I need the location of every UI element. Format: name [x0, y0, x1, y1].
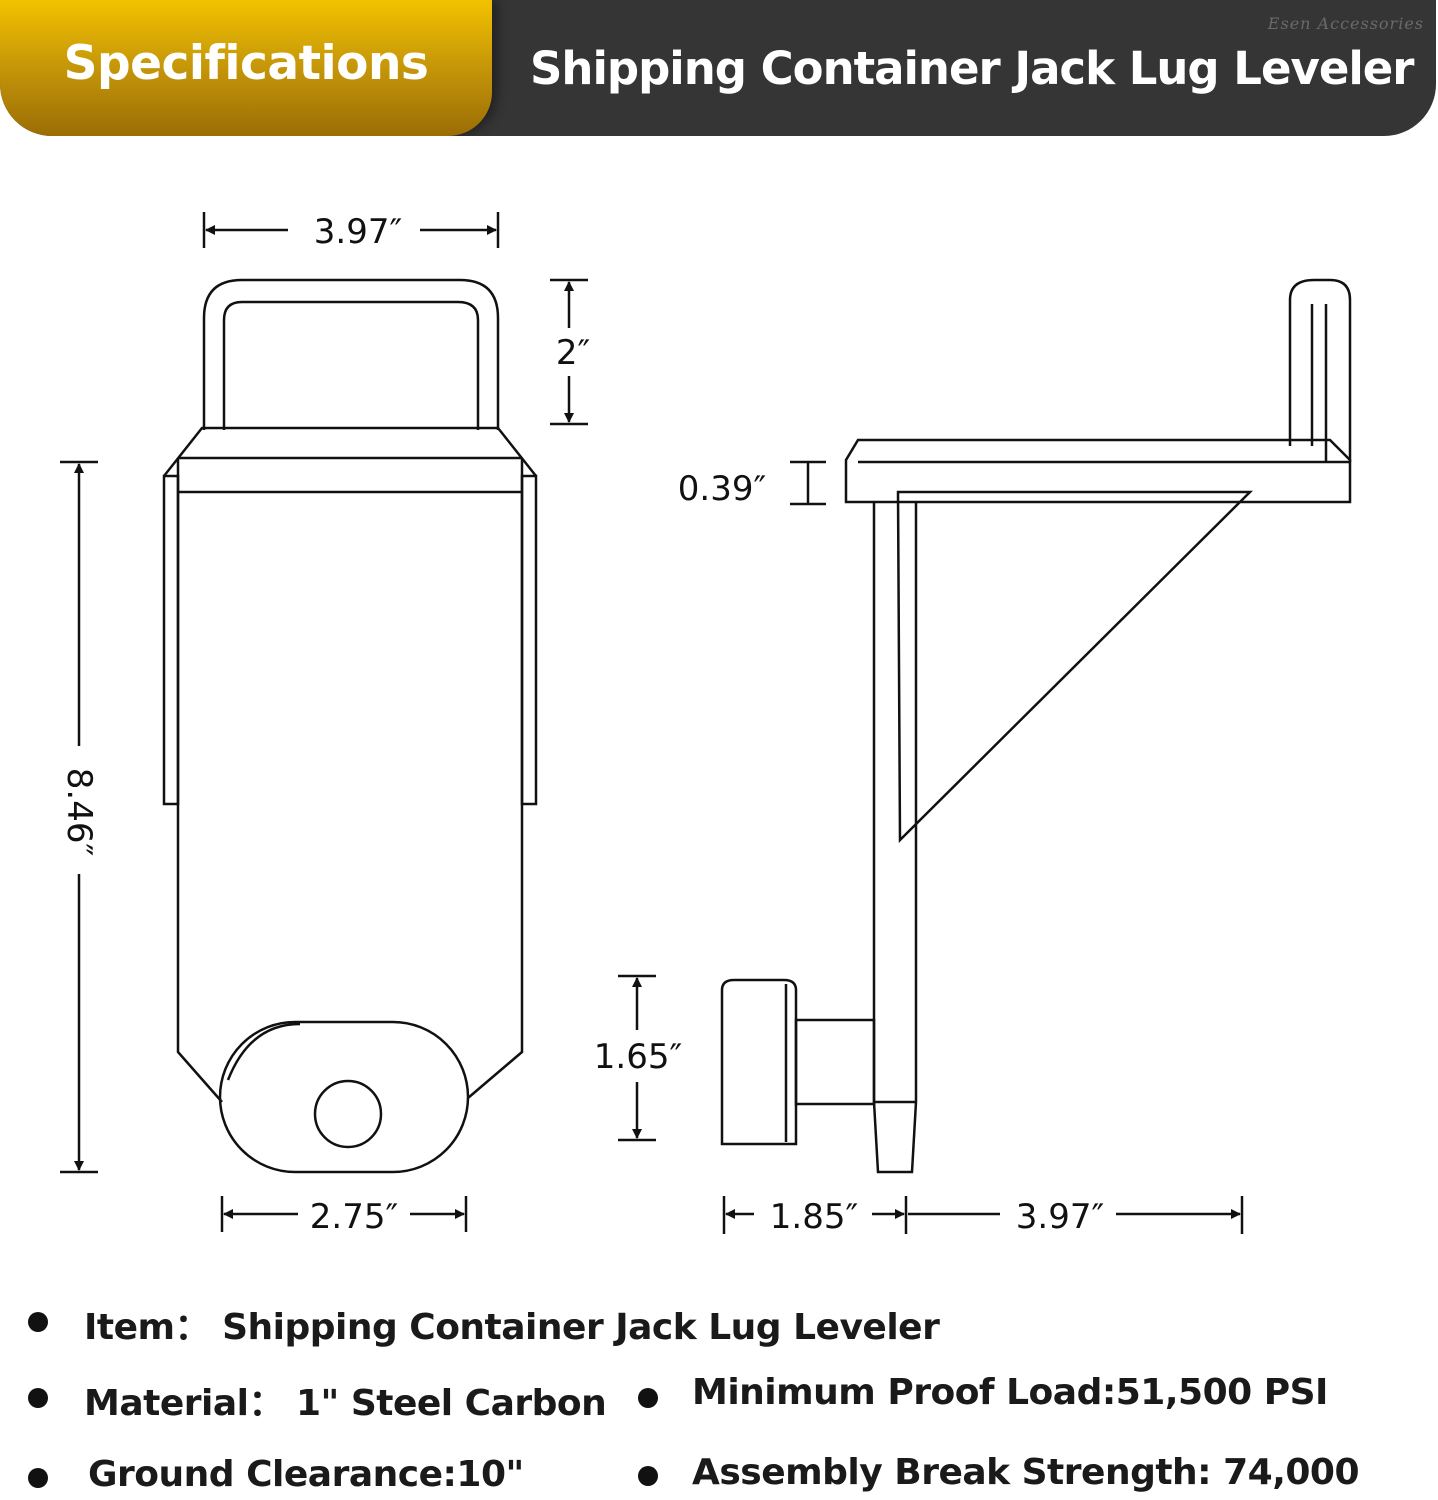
front-lug-hole [313, 1079, 383, 1149]
dim-plate-thickness: 0.39″ [678, 469, 766, 509]
side-post [872, 502, 918, 1174]
tab-label: Specifications [63, 36, 429, 91]
technical-drawing: 3.97″ 2″ 8.46″ 2.75″ 0.39″ 1.65″ 1.85″ 3… [59, 212, 1352, 1237]
side-lip [1288, 278, 1352, 462]
bullet-icon [28, 1388, 48, 1408]
bullet-icon [28, 1312, 48, 1332]
front-shoulder [163, 426, 537, 477]
watermark: Esen Accessories [1267, 14, 1424, 33]
side-view [720, 278, 1352, 1174]
dimension-lines [60, 212, 1244, 1234]
dim-lug-height: 1.65″ [594, 1037, 682, 1077]
spec-material: Material： 1" Steel Carbon [84, 1383, 607, 1424]
side-lug-stem [794, 1018, 876, 1106]
front-oval-lug [218, 1020, 470, 1174]
front-view [162, 278, 538, 1174]
front-right-flange [520, 474, 538, 806]
front-handle-inner [222, 300, 480, 430]
dim-total-height: 8.46″ [59, 768, 99, 856]
dim-lug-depth: 1.85″ [770, 1197, 858, 1237]
dim-handle-height: 2″ [556, 333, 590, 373]
dim-arm-length: 3.97″ [1016, 1197, 1104, 1237]
side-lug-head [720, 978, 798, 1146]
specifications-tab: Specifications [0, 0, 492, 136]
spec-item: Item： Shipping Container Jack Lug Levele… [84, 1307, 940, 1348]
front-handle-outer [202, 278, 500, 430]
dim-front-width: 3.97″ [314, 212, 402, 252]
bullet-icon [638, 1466, 658, 1486]
bullet-icon [28, 1468, 48, 1488]
header-bar: Specifications Shipping Container Jack L… [0, 0, 1436, 136]
front-body [176, 458, 524, 1103]
side-gusset [896, 490, 1254, 843]
spec-break-strength: Assembly Break Strength: 74,000 [692, 1452, 1360, 1493]
spec-proof-load: Minimum Proof Load:51,500 PSI [692, 1372, 1328, 1413]
spec-ground-clearance: Ground Clearance:10" [88, 1454, 524, 1495]
page-title: Shipping Container Jack Lug Leveler [530, 42, 1414, 95]
dim-bottom-width: 2.75″ [310, 1197, 398, 1237]
front-left-flange [162, 474, 180, 806]
bullet-icon [638, 1388, 658, 1408]
side-plate [844, 438, 1352, 504]
